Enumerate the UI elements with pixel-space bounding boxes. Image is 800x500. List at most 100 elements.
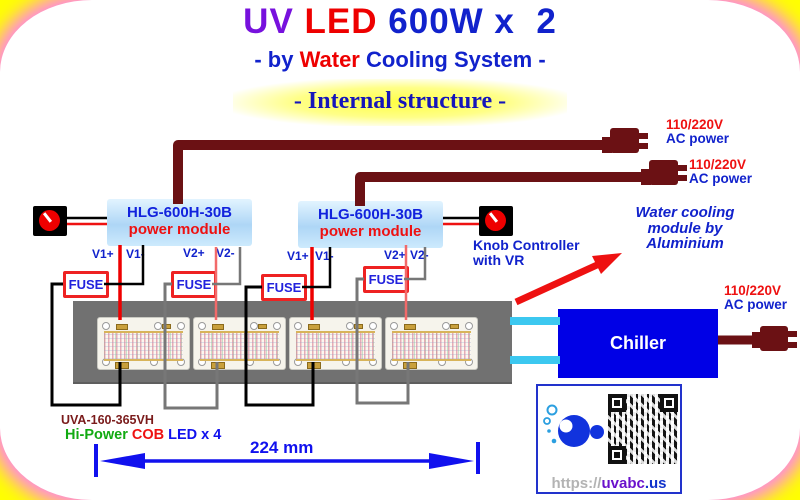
fuse-4: FUSE bbox=[363, 266, 409, 293]
bubbles-logo bbox=[543, 404, 604, 447]
gold-pad bbox=[354, 324, 363, 329]
screw-hole-icon bbox=[250, 322, 258, 330]
minus-pad bbox=[403, 362, 417, 369]
screw-hole-icon bbox=[154, 322, 162, 330]
bus-strip bbox=[392, 359, 471, 361]
water-cooling-note: Water cooling module by Aluminium bbox=[610, 205, 760, 252]
knob-label-line1: Knob Controller bbox=[473, 237, 580, 253]
screw-hole-icon bbox=[465, 322, 473, 330]
ac-voltage: 110/220V bbox=[666, 117, 724, 132]
plus-pad bbox=[212, 324, 224, 330]
page-subtitle: - by Water Cooling System - bbox=[0, 47, 800, 73]
led-chip-array bbox=[296, 333, 375, 359]
screw-hole-icon bbox=[390, 322, 398, 330]
bus-strip bbox=[104, 359, 183, 361]
title-spec: 600W x 2 bbox=[388, 2, 557, 41]
heading-glow bbox=[233, 79, 567, 126]
fuse-2: FUSE bbox=[171, 271, 217, 298]
cooling-note-line1: Water cooling bbox=[635, 204, 735, 221]
qr-finder-icon bbox=[608, 446, 626, 464]
page-title: UV LED 600W x 2 bbox=[0, 2, 800, 42]
led-cob-module-4 bbox=[385, 317, 478, 370]
screw-hole-icon bbox=[346, 322, 354, 330]
ac-power-label-2: 110/220V AC power bbox=[689, 158, 752, 186]
minus-pad bbox=[211, 362, 225, 369]
gold-pad bbox=[450, 324, 459, 329]
psu2-model: HLG-600H-30B bbox=[317, 206, 424, 223]
screw-hole-icon bbox=[273, 322, 281, 330]
plus-pad bbox=[404, 324, 416, 330]
ac-power-text: AC power bbox=[724, 297, 788, 312]
screw-hole-icon bbox=[442, 322, 450, 330]
title-uv: UV bbox=[243, 2, 305, 41]
qr-code bbox=[608, 394, 678, 464]
terminal-v2plus: V2+ bbox=[384, 248, 406, 262]
brand-box: https://uvabc.us bbox=[536, 384, 682, 494]
led-model-label: UVA-160-365VH bbox=[61, 413, 154, 427]
bubble-icon bbox=[543, 417, 551, 425]
fuse-3: FUSE bbox=[261, 274, 307, 301]
fuse-1: FUSE bbox=[63, 271, 109, 298]
led-cob-module-2 bbox=[193, 317, 286, 370]
screw-hole-icon bbox=[198, 322, 206, 330]
screw-hole-icon bbox=[294, 322, 302, 330]
ac-power-text: AC power bbox=[666, 131, 730, 146]
terminal-v1plus: V1+ bbox=[287, 249, 309, 263]
knob-controller-right[interactable] bbox=[479, 206, 513, 236]
bubble-icon bbox=[546, 404, 558, 416]
url-scheme: https:// bbox=[551, 475, 602, 492]
gold-pad bbox=[162, 324, 171, 329]
cooling-note-line3: Aluminium bbox=[646, 235, 724, 252]
ac-voltage: 110/220V bbox=[689, 157, 747, 172]
terminal-v2minus: V2- bbox=[410, 248, 429, 262]
terminal-v2minus: V2- bbox=[216, 246, 235, 260]
led-description: Hi-Power COB LED x 4 bbox=[65, 427, 221, 443]
minus-pad bbox=[115, 362, 129, 369]
gold-pad bbox=[258, 324, 267, 329]
led-chip-array bbox=[392, 333, 471, 359]
bubble-icon bbox=[551, 438, 557, 444]
ac-voltage: 110/220V bbox=[724, 283, 782, 298]
screw-hole-icon bbox=[177, 322, 185, 330]
terminal-v1minus: V1- bbox=[126, 247, 145, 261]
knob-label-line2: with VR bbox=[473, 252, 525, 268]
psu-module-1: HLG-600H-30B power module bbox=[107, 199, 252, 246]
led-desc-suffix: LED x 4 bbox=[164, 427, 222, 443]
cooling-note-line2: module by bbox=[647, 219, 723, 237]
ac-power-label-3: 110/220V AC power bbox=[724, 284, 787, 312]
screw-hole-icon bbox=[102, 322, 110, 330]
plus-pad bbox=[308, 324, 320, 330]
url-name: uvabc bbox=[601, 475, 645, 492]
bubble-icon bbox=[559, 419, 573, 433]
psu1-type: power module bbox=[128, 221, 231, 238]
bus-strip bbox=[392, 331, 471, 333]
subtitle-post: Cooling System - bbox=[359, 47, 546, 72]
screw-hole-icon bbox=[369, 322, 377, 330]
bus-strip bbox=[296, 359, 375, 361]
terminal-v2plus: V2+ bbox=[183, 246, 205, 260]
knob-label: Knob Controller with VR bbox=[473, 238, 580, 268]
terminal-v1plus: V1+ bbox=[92, 247, 114, 261]
water-cooling-heatsink bbox=[73, 301, 512, 384]
title-led: LED bbox=[304, 2, 389, 41]
led-desc-cob: COB bbox=[131, 427, 165, 443]
terminal-v1minus: V1- bbox=[315, 249, 334, 263]
section-heading: - Internal structure - bbox=[293, 88, 507, 114]
website-url[interactable]: https://uvabc.us bbox=[538, 475, 680, 492]
knob-controller-left[interactable] bbox=[33, 206, 67, 236]
dimension-label: 224 mm bbox=[250, 438, 314, 457]
led-chip-array bbox=[200, 333, 279, 359]
subtitle-water: Water bbox=[299, 47, 360, 72]
led-cob-module-1 bbox=[97, 317, 190, 370]
led-cob-module-3 bbox=[289, 317, 382, 370]
minus-pad bbox=[307, 362, 321, 369]
chiller-unit: Chiller bbox=[558, 309, 718, 378]
led-desc-hipower: Hi-Power bbox=[65, 427, 132, 443]
url-tld: .us bbox=[644, 475, 667, 492]
ac-power-label-1: 110/220V AC power bbox=[666, 118, 729, 146]
subtitle-pre: - by bbox=[254, 47, 300, 72]
plus-pad bbox=[116, 324, 128, 330]
bubble-icon bbox=[547, 429, 551, 433]
bus-strip bbox=[200, 331, 279, 333]
